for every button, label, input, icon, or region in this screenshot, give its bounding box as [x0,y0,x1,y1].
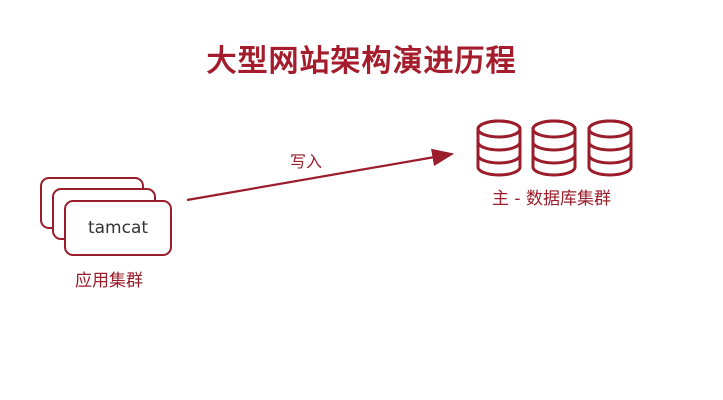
write-arrow-label: 写入 [290,152,323,171]
write-arrow [186,148,455,202]
server-card-front: tamcat [64,200,172,256]
page-title: 大型网站架构演进历程 [206,44,517,79]
database-icon [587,119,633,177]
database-icon [531,119,577,177]
database-icon [476,119,522,177]
server-label: tamcat [87,218,149,238]
db-cluster-label: 主 - 数据库集群 [492,189,611,209]
app-cluster-label: 应用集群 [75,271,143,291]
